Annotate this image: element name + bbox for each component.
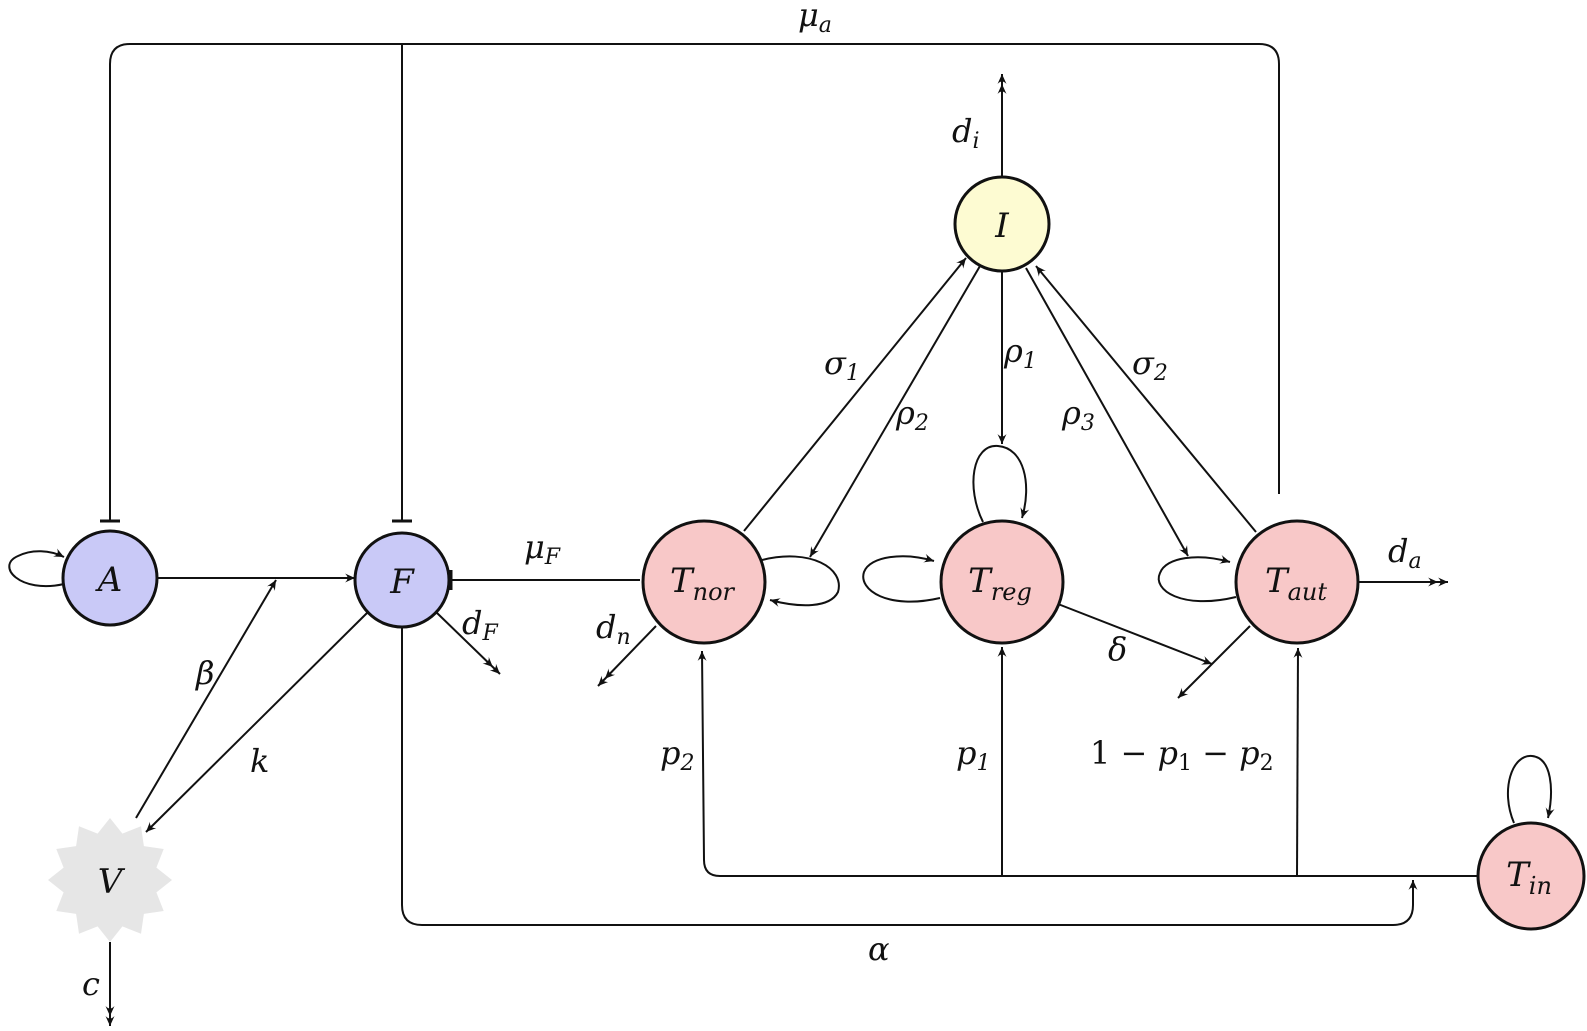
label-d-n: dn: [596, 608, 631, 650]
node-T-aut-circle: [1234, 519, 1360, 645]
label-delta: δ: [1108, 630, 1127, 668]
label-rho-3: ρ3: [1061, 394, 1095, 436]
node-T-nor[interactable]: Tnor: [641, 519, 767, 645]
edge-F-decay: [435, 611, 501, 675]
node-A[interactable]: A: [61, 529, 159, 627]
edge-Tnor-decay: [597, 625, 657, 687]
edge-I-to-Taut: [1025, 267, 1189, 557]
edge-F-to-V: [145, 611, 369, 833]
edge-I-to-Tnor: [809, 265, 981, 558]
node-A-label: A: [95, 560, 123, 600]
node-F-label: F: [389, 562, 415, 602]
node-V[interactable]: V: [48, 818, 172, 942]
node-T-reg-circle: [939, 519, 1065, 645]
edge-Treg-self-loop-top: [972, 444, 1030, 523]
node-T-aut[interactable]: Taut: [1234, 519, 1360, 645]
node-V-label: V: [98, 862, 126, 902]
edge-Tin-distribution: [697, 650, 1478, 877]
node-T-in[interactable]: Tin: [1476, 821, 1586, 931]
edge-F-alpha-to-Tin: [401, 626, 1418, 926]
label-mu-F: μF: [524, 528, 561, 570]
edge-Treg-self-loop-left: [862, 553, 941, 603]
label-alpha: α: [868, 930, 890, 968]
node-V-star-shape: [48, 818, 172, 942]
node-T-aut-label: Taut: [1265, 561, 1327, 606]
node-I-circle: [953, 175, 1051, 273]
label-mu-a: μa: [798, 0, 832, 38]
label-beta: β: [195, 654, 215, 692]
node-I[interactable]: I: [953, 175, 1051, 273]
label-one-minus-p1-minus-p2: 1 − p1 − p2: [1090, 734, 1274, 776]
label-d-a: da: [1388, 532, 1422, 574]
label-k: k: [250, 742, 269, 780]
node-T-nor-circle: [641, 519, 767, 645]
edge-mu-a-bracket: [100, 43, 1280, 523]
node-T-in-label: Tin: [1506, 855, 1552, 900]
label-sigma-2: σ2: [1132, 344, 1168, 386]
label-c: c: [82, 965, 100, 1003]
edge-Tin-self-loop: [1506, 754, 1555, 824]
node-T-reg[interactable]: Treg: [939, 519, 1065, 645]
label-d-i: di: [952, 112, 980, 154]
edge-Treg-delta: [1057, 603, 1213, 665]
node-T-in-circle: [1476, 821, 1586, 931]
label-sigma-1: σ1: [824, 344, 860, 386]
edge-Taut-to-I: [1035, 265, 1257, 533]
edge-Taut-decay-lower: [1177, 625, 1251, 699]
label-rho-2: ρ2: [895, 394, 929, 436]
label-p-2: p2: [660, 734, 694, 776]
edge-Tnor-self-loop: [761, 555, 840, 607]
node-I-label: I: [994, 206, 1009, 246]
label-p-1: p1: [956, 734, 990, 776]
node-F[interactable]: F: [353, 531, 451, 629]
label-rho-1: ρ1: [1003, 332, 1037, 374]
label-d-F: dF: [462, 604, 498, 646]
node-F-circle: [353, 531, 451, 629]
node-T-nor-label: Tnor: [670, 561, 736, 606]
edge-Taut-self-loop: [1157, 554, 1237, 603]
node-T-reg-label: Treg: [968, 561, 1032, 606]
edge-A-self-loop: [8, 548, 65, 588]
edge-Tnor-to-I: [743, 257, 967, 532]
edge-V-beta: [135, 579, 277, 819]
edge-Tin-to-Taut: [1293, 647, 1303, 877]
node-A-circle: [61, 529, 159, 627]
